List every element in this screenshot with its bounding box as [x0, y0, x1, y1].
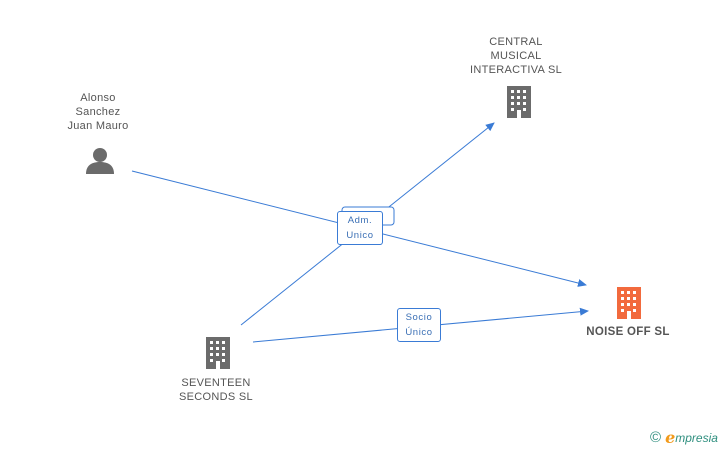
copyright-symbol: ©	[650, 429, 662, 446]
node-label-alonso[interactable]: Alonso Sanchez Juan Mauro	[48, 91, 148, 133]
edge-label-socio-unico[interactable]: Socio Único	[397, 308, 441, 342]
node-label-line: NOISE OFF SL	[586, 326, 670, 338]
person-icon	[86, 148, 114, 174]
building-icon	[507, 86, 531, 118]
edge-label-line: Adm.	[347, 215, 373, 226]
node-label-line: INTERACTIVA SL	[469, 64, 563, 76]
brand-name: mpresia	[675, 430, 718, 445]
node-label-line: Sanchez	[75, 106, 121, 118]
building-icon	[206, 337, 230, 369]
brand-initial: e	[665, 428, 676, 447]
building-icon-highlight	[617, 287, 641, 319]
node-label-line: SECONDS SL	[179, 391, 253, 403]
node-label-line: SEVENTEEN	[181, 377, 251, 389]
edge-label-line: Unico	[346, 230, 374, 241]
node-label-central[interactable]: CENTRAL MUSICAL INTERACTIVA SL	[456, 35, 576, 77]
edge-label-line: Único	[405, 327, 433, 338]
node-label-noise[interactable]: NOISE OFF SL	[576, 325, 680, 339]
node-label-line: Juan Mauro	[67, 120, 129, 132]
empresia-watermark: © e mpresia	[650, 428, 718, 447]
edge-label-adm-unico[interactable]: Adm. Unico	[337, 211, 383, 245]
node-label-line: Alonso	[80, 92, 116, 104]
edge-label-line: Socio	[405, 312, 433, 323]
node-label-line: MUSICAL	[490, 50, 542, 62]
node-label-seventeen[interactable]: SEVENTEEN SECONDS SL	[166, 376, 266, 404]
node-label-line: CENTRAL	[489, 36, 543, 48]
